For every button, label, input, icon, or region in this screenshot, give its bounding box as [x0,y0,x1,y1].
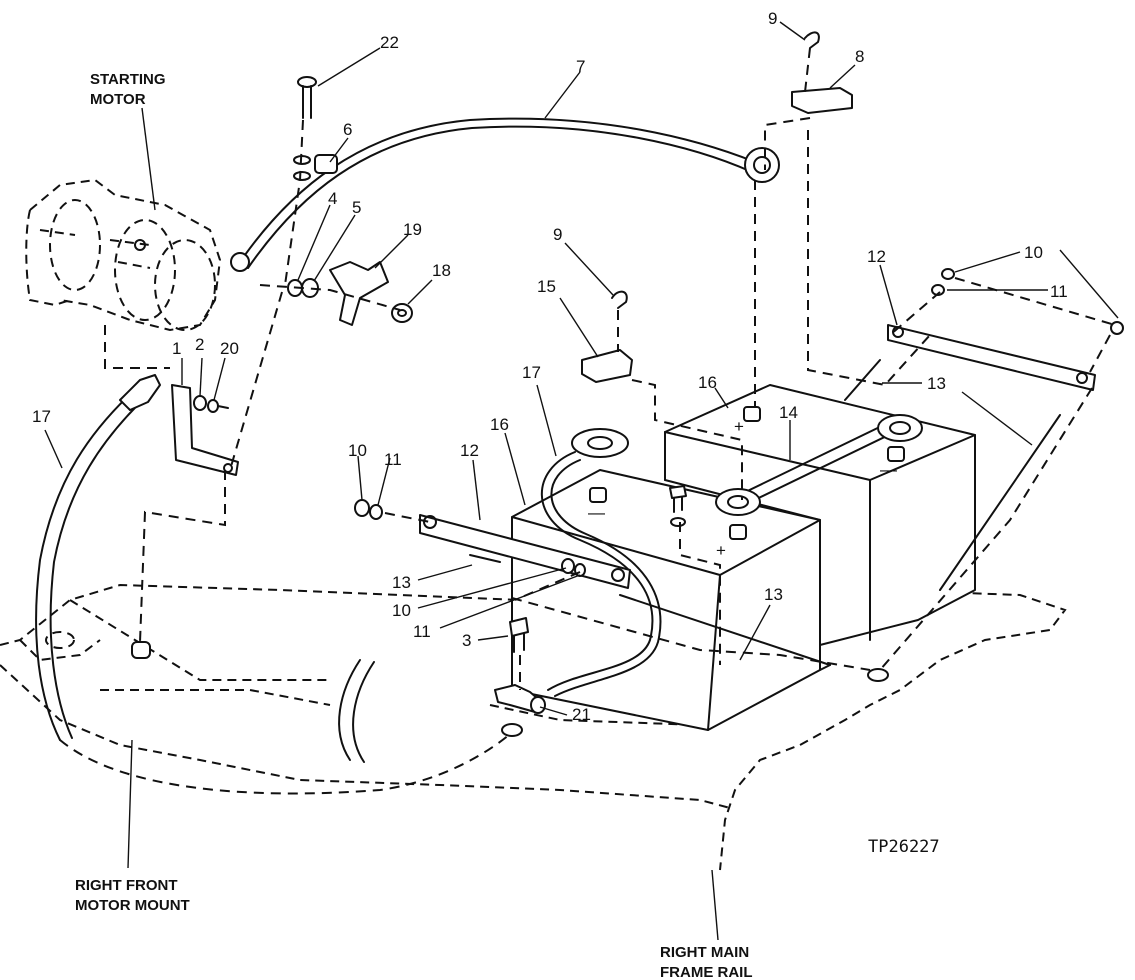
callout-10-center: 10 [392,601,411,620]
callout-7: 7 [576,57,585,76]
callout-22: 22 [380,33,399,52]
callout-17-left: 17 [32,407,51,426]
callout-16-rear: 16 [698,373,717,392]
callout-20: 20 [220,339,239,358]
hold-down-bar-rear [887,324,1096,391]
bracket-19 [329,261,389,326]
cable-positive [230,117,780,272]
callout-6: 6 [343,120,352,139]
battery-front-plus-sign: + [716,541,726,560]
caption-motor-mount-line2: MOTOR MOUNT [75,897,190,914]
battery-terminal-posts [589,406,905,540]
caption-starting-motor-line1: STARTING [90,71,166,88]
callout-10-left: 10 [348,441,367,460]
battery-rear-plus-sign: + [734,417,744,436]
nuts-4-5 [287,278,319,298]
bolt-3 [509,617,529,653]
bolt-22 [297,76,317,119]
callout-8: 8 [855,47,864,66]
caption-frame-rail-line2: FRAME RAIL [660,964,753,980]
callout-10-rear: 10 [1024,243,1043,262]
callout-12-rear: 12 [867,247,886,266]
battery-rear-minus-sign: — [880,460,897,479]
callout-11-center: 11 [413,622,431,641]
callout-17-center: 17 [522,363,541,382]
nut-18 [391,303,413,323]
figure-code: TP26227 [868,837,940,857]
callout-11-left: 11 [384,450,402,469]
callout-15: 15 [537,277,556,296]
pin-9-mid [611,290,628,309]
terminal-21 [494,684,546,714]
callout-18: 18 [432,261,451,280]
callout-19: 19 [403,220,422,239]
callout-13-front: 13 [392,573,411,592]
callout-9-mid: 9 [553,225,562,244]
callout-5: 5 [352,198,361,217]
mount-holes [131,641,889,737]
caption-motor-mount-line1: RIGHT FRONT [75,877,178,894]
cable-ground-left [35,374,521,795]
battery-front-minus-sign: — [588,503,605,522]
callout-1: 1 [172,339,181,358]
cable-ground-center [540,428,662,697]
leader-lines [44,21,1119,941]
callout-13-rear: 13 [927,374,946,393]
cable-battery-link [715,414,923,516]
callout-4: 4 [328,189,337,208]
caption-frame-rail-line1: RIGHT MAIN [660,944,749,961]
nuts-10-11-rear [931,268,1124,335]
callout-14: 14 [779,403,798,422]
callout-2: 2 [195,335,204,354]
callout-13-bottom: 13 [764,585,783,604]
callout-9-top: 9 [768,9,777,28]
bolt-battery-post [669,485,687,527]
caption-starting-motor-line2: MOTOR [90,91,146,108]
starting-motor [25,178,222,332]
ground-strap-1 [171,384,239,476]
callout-numbers: 22 7 9 8 6 4 5 19 18 9 15 12 10 11 16 13… [32,9,1068,724]
callout-16-front: 16 [490,415,509,434]
callout-21: 21 [572,705,591,724]
callout-12-front: 12 [460,441,479,460]
cover-8 [791,87,853,114]
pin-9-top [804,31,820,49]
cover-15 [581,349,633,383]
frame-rail [0,583,1067,871]
callout-3: 3 [462,631,471,650]
callout-11-rear: 11 [1050,282,1068,301]
captions: STARTING MOTOR RIGHT FRONT MOTOR MOUNT R… [75,71,940,980]
washer-2-screw-20 [193,395,229,413]
nuts-10-11-center [561,558,586,577]
